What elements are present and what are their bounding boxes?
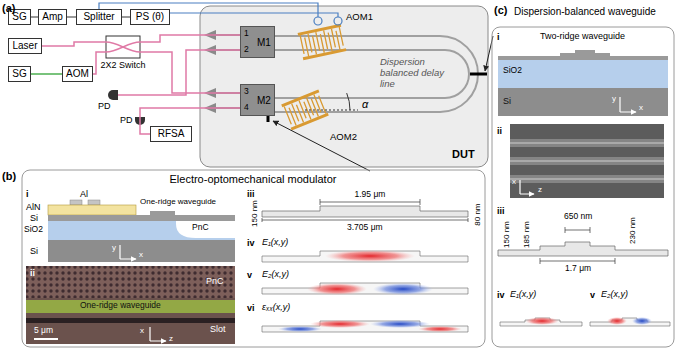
figure-label: PD (98, 101, 111, 111)
figure-label: εₓₓ(x,y) (262, 302, 290, 312)
node-text: Electro-optomechanical modulator (170, 173, 337, 186)
figure-label: iii (247, 189, 255, 199)
figure-label: AlN (26, 202, 41, 212)
node-text: Dispersion balanced delay line (380, 57, 448, 90)
figure-label: SiO2 (503, 66, 522, 76)
figure-label: 150 nm (501, 221, 510, 248)
figure-label: (b) (2, 170, 16, 183)
box-label: Splitter (83, 11, 114, 23)
box-label: Laser (12, 40, 37, 52)
figure-label: 80 nm (473, 203, 482, 225)
node-text: AOM1 (346, 12, 373, 23)
fiber-connector (67, 17, 76, 18)
instrument-box: Amp (38, 9, 67, 25)
figure-label: E₁(x,y) (510, 289, 536, 299)
instrument-box: Laser (8, 38, 42, 54)
figure-label: Si (30, 246, 38, 256)
fiber-connector (140, 52, 240, 93)
device-chip: AOM1Dispersion balanced delay lineAOM2 αD… (200, 6, 488, 167)
figure-label: 5 μm (34, 326, 53, 336)
figure-label: x (139, 250, 143, 259)
figure-label: Al (80, 189, 88, 199)
figure-label: iv (247, 238, 255, 248)
figure-label: 650 nm (564, 212, 592, 222)
figure-label: Si (503, 96, 511, 106)
figure-label: v (247, 270, 252, 280)
figure-label: y (612, 94, 616, 103)
figure-label: z (169, 334, 173, 343)
fiber-connector (140, 35, 240, 42)
figure-label: (a) (2, 2, 15, 15)
node-text: DUT (452, 148, 475, 161)
box-label: SG (12, 68, 26, 80)
fiber-connector (31, 17, 38, 18)
figure-label: x (140, 326, 144, 335)
figure-label: E₂(x,y) (262, 269, 289, 279)
figure-label: 150 nm (249, 200, 258, 227)
box-label: PS (θ) (136, 11, 164, 23)
node-text: α (362, 98, 368, 111)
box-label: RFSA (158, 128, 185, 140)
figure-label: 230 nm (627, 217, 636, 244)
node-text: 3 (244, 87, 249, 97)
figure-label: PD (120, 115, 133, 125)
figure-label: v (590, 290, 595, 300)
figure-label: 3.705 μm (347, 223, 383, 233)
figure-label: i (497, 32, 500, 42)
instrument-box: RFSA (150, 126, 192, 142)
figure-label: E₂(x,y) (601, 289, 628, 299)
instrument-box: AOM (62, 66, 93, 82)
fiber-connector (42, 42, 106, 46)
node-text: M1 (257, 37, 271, 49)
box-label: AOM (66, 68, 89, 80)
instrument-box: Splitter (76, 9, 122, 25)
figure-label: Si (30, 213, 38, 223)
figure-label: iii (497, 206, 505, 216)
figure-label: One-ridge waveguide (80, 301, 161, 311)
figure-label: 1.7 μm (565, 264, 591, 274)
figure-label: ii (497, 126, 502, 136)
figure-label: E₁(x,y) (262, 237, 288, 247)
node-text: 2X2 Switch (101, 60, 146, 70)
figure-label: y (112, 243, 116, 252)
figure-label: SiO2 (24, 225, 43, 235)
figure-label: One-ridge waveguide (140, 197, 216, 206)
node-text: M2 (257, 95, 271, 107)
node-text: Dispersion-balanced waveguide (514, 6, 656, 18)
figure-label: PnC (192, 223, 209, 233)
figure-label: Slot (210, 324, 226, 334)
mmi-box: 3 4 M2 (240, 84, 275, 116)
figure-label: PnC (206, 276, 224, 286)
fiber-connector (122, 17, 130, 18)
node-text: 2 (244, 45, 249, 55)
instrument-box: SG (8, 66, 31, 82)
node-text: 1 (244, 29, 249, 39)
figure-label: Two-ridge waveguide (540, 31, 625, 41)
figure-label: (c) (494, 4, 507, 17)
figure-label: 185 nm (521, 221, 530, 248)
node-text: 4 (244, 103, 249, 113)
figure-label: ii (30, 268, 35, 278)
instrument-box: PS (θ) (130, 9, 170, 25)
figure-label: vi (247, 303, 255, 313)
box-label: Amp (42, 11, 63, 23)
figure-label: 1.95 μm (355, 190, 386, 200)
figure-label: x (512, 177, 516, 186)
figure-label: i (26, 189, 29, 199)
figure-label: z (538, 185, 542, 194)
figure-label: iv (497, 290, 505, 300)
node-text: AOM2 (330, 132, 357, 143)
fiber-connector (31, 73, 62, 75)
figure-label: x (639, 103, 643, 112)
switch-box: 2X2 Switch (106, 36, 140, 58)
mmi-box: 1 2 M1 (240, 26, 275, 58)
